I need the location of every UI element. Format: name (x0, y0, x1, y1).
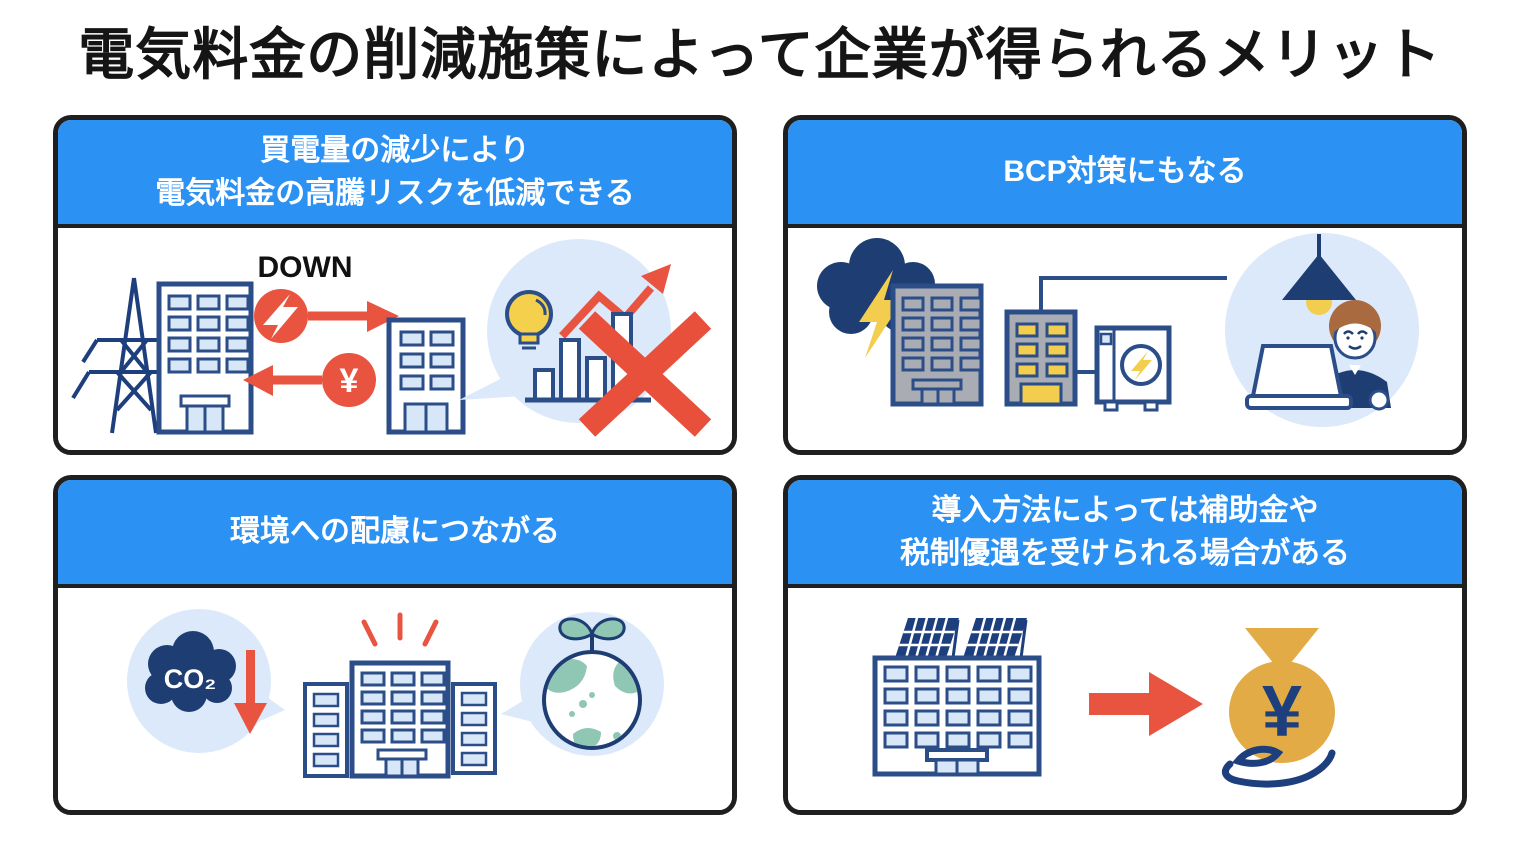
card-body: ¥ (788, 588, 1462, 810)
card-title-line: BCP対策にもなる (1003, 155, 1247, 189)
card-body (788, 228, 1462, 450)
card-price-risk: 買電量の減少により 電気料金の高騰リスクを低減できる (53, 115, 737, 455)
co2-cloud-icon: CO₂ (145, 631, 236, 712)
card-header: 買電量の減少により 電気料金の高騰リスクを低減できる (58, 120, 732, 228)
earth-sprout-icon (542, 617, 642, 750)
card-illustration-environment: CO₂ (127, 609, 664, 779)
card-body: DOWN ¥ (58, 228, 732, 450)
cards-grid: 買電量の減少により 電気料金の高騰リスクを低減できる (53, 115, 1467, 815)
lightbulb-icon (505, 290, 553, 350)
yen-label: ¥ (340, 362, 359, 400)
card-bcp: BCP対策にもなる (783, 115, 1467, 455)
receiving-hand-icon (1222, 745, 1336, 788)
co2-label: CO₂ (164, 664, 217, 694)
card-environment: 環境への配慮につながる CO₂ (53, 475, 737, 815)
card-header: 環境への配慮につながる (58, 480, 732, 588)
pendant-lamp-icon (1282, 234, 1356, 315)
card-body: CO₂ (58, 588, 732, 810)
powered-building-icon (1004, 309, 1078, 407)
right-arrow-icon (367, 301, 399, 332)
blackout-building-icon (890, 283, 984, 407)
card-title-line: 買電量の減少により (260, 133, 530, 167)
money-bag-icon: ¥ (1229, 628, 1335, 763)
left-arrow-icon (243, 365, 273, 396)
cost-spike-bubble (459, 239, 712, 437)
card-title-line: 環境への配慮につながる (230, 515, 560, 549)
emphasis-lines-icon (361, 612, 439, 647)
down-label: DOWN (258, 251, 353, 284)
worker-laptop-icon (1245, 300, 1391, 411)
yen-label: ¥ (1262, 672, 1302, 752)
down-arrow-icon (234, 650, 267, 734)
right-arrow-icon (1089, 672, 1203, 736)
power-company-building-icon (156, 281, 254, 435)
page-title: 電気料金の削減施策によって企業が得られるメリット (78, 23, 1442, 86)
card-illustration-subsidy: ¥ (872, 618, 1336, 788)
rising-line-arrow-icon (559, 264, 671, 339)
card-subsidy: 導入方法によっては補助金や 税制優遇を受けられる場合がある (783, 475, 1467, 815)
office-buildings-icon (303, 612, 497, 779)
power-line (1039, 276, 1227, 314)
card-header: 導入方法によっては補助金や 税制優遇を受けられる場合がある (788, 480, 1462, 588)
office-building-icon (386, 317, 466, 435)
card-illustration-price-risk: DOWN ¥ (71, 239, 712, 437)
cross-mark-icon (578, 311, 712, 437)
storage-battery-icon (1094, 325, 1172, 412)
yen-circle-icon (322, 353, 376, 407)
solar-panel-building-icon (872, 618, 1042, 777)
lightning-bolt-icon (263, 294, 298, 339)
payment-arrow-icon: ¥ (243, 353, 376, 407)
electricity-supply-arrow-icon (254, 289, 399, 343)
card-header: BCP対策にもなる (788, 120, 1462, 228)
card-title-line: 税制優遇を受けられる場合がある (900, 537, 1350, 570)
card-title-line: 電気料金の高騰リスクを低減できる (155, 177, 635, 210)
card-title-line: 導入方法によっては補助金や (931, 493, 1319, 527)
card-illustration-bcp (817, 233, 1419, 427)
lightning-bolt-icon (859, 270, 903, 358)
